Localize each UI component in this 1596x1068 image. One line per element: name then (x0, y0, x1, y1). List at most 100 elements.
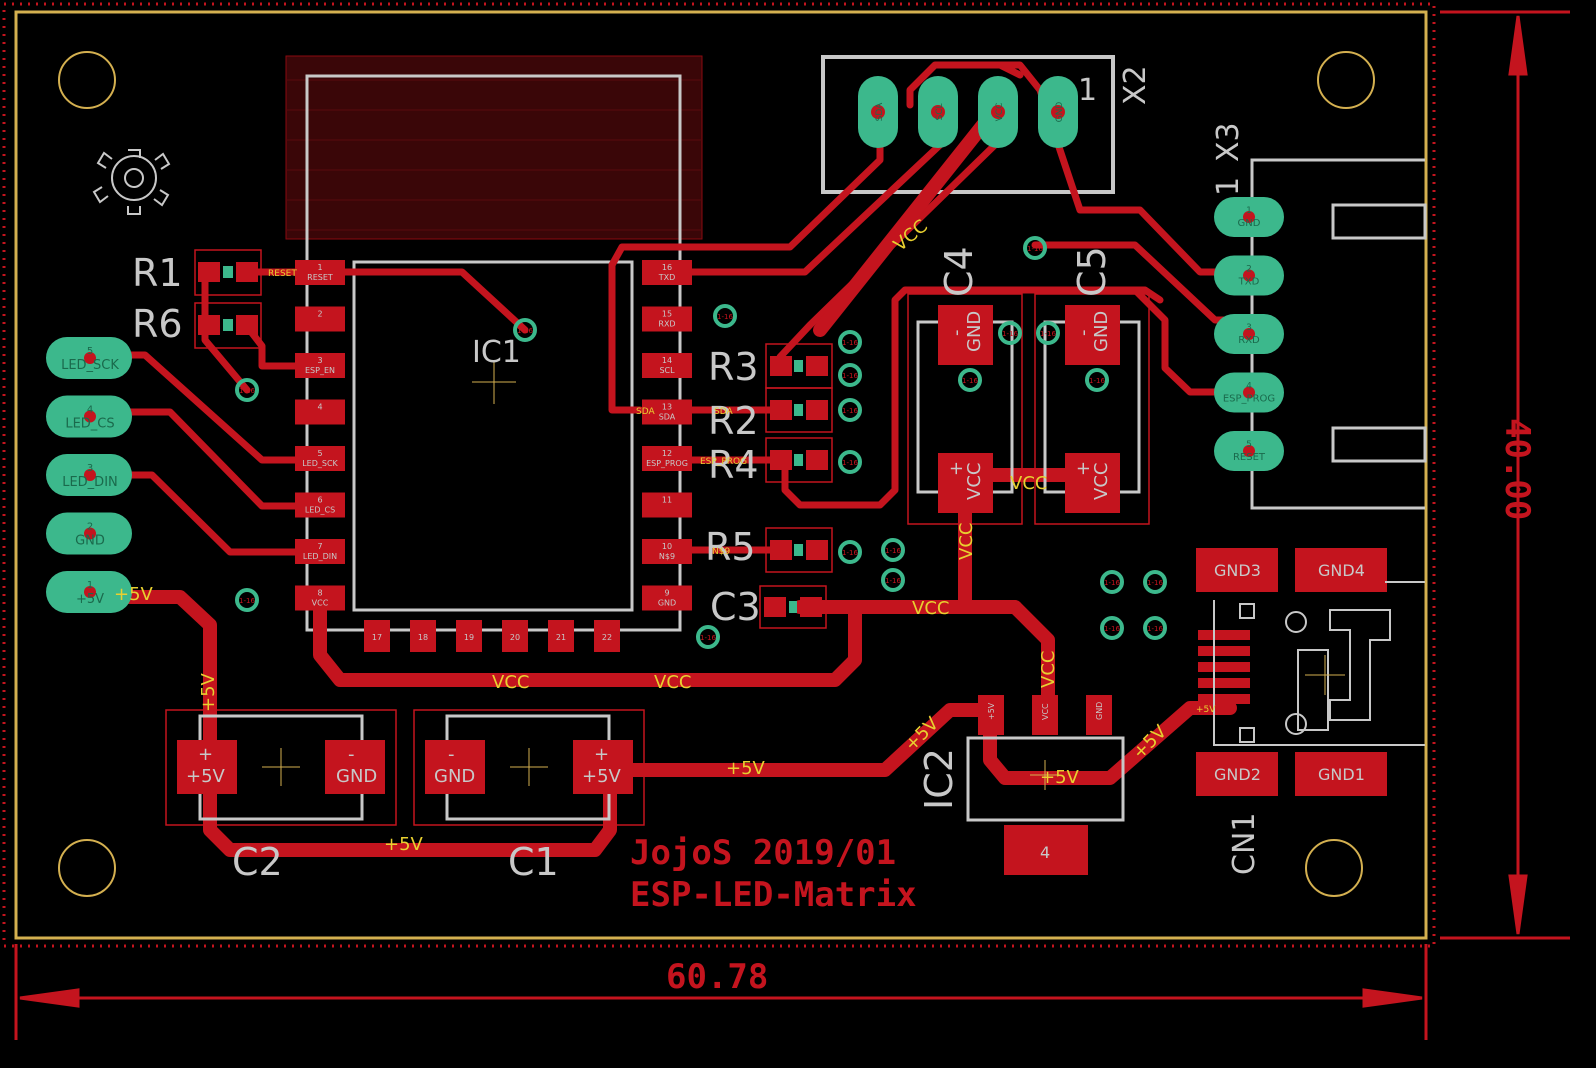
header-pin-name: +5V (76, 592, 104, 607)
resistor-pad (770, 400, 792, 420)
c2-footprint (165, 709, 397, 826)
ic1-pad-num: 12 (662, 449, 672, 458)
ic1-pad-20 (502, 620, 528, 652)
ic1-pad-10 (642, 539, 692, 564)
via (696, 625, 720, 649)
x3-pin-name: TXD (1238, 277, 1260, 288)
ic1-pad-6 (295, 492, 345, 518)
ic1-pad-17 (364, 620, 390, 652)
resistor-pad (806, 450, 828, 470)
cn1-pad-gnd2: GND2 (1214, 765, 1261, 784)
dimension-width (14, 944, 1428, 1040)
via (513, 318, 537, 342)
c1-gnd-label: GND (434, 766, 475, 787)
c5-footprint (1034, 293, 1150, 525)
c5-minus-mark: - (1073, 330, 1094, 337)
header-pin-name: GND (75, 534, 105, 549)
x3-pin-num: 1 (1246, 206, 1252, 216)
via (235, 588, 259, 612)
mounting-hole-tr (1317, 51, 1375, 109)
via (1143, 616, 1167, 640)
resistor-pad (806, 356, 828, 376)
via (838, 450, 862, 474)
ic1-pad-num: 20 (510, 633, 520, 642)
via (838, 398, 862, 422)
header-pin-num: 5 (87, 346, 93, 357)
via-label: 1-16 (1104, 625, 1120, 633)
x3-pin-name: RXD (1238, 335, 1260, 346)
ic1-pad-1 (295, 260, 345, 285)
via-label: 1-16 (1089, 377, 1105, 385)
ic1-pad-num: 11 (662, 496, 672, 505)
via (1100, 570, 1124, 594)
ref-r5: R5 (705, 525, 756, 569)
ic1-pad-15 (642, 306, 692, 332)
x2-outline (821, 55, 1115, 194)
ic1-pad-num: 15 (662, 310, 672, 319)
c4-vcc-label: VCC (964, 463, 985, 500)
resistor-mark (794, 454, 803, 466)
via (838, 330, 862, 354)
ic1-pad-12 (642, 446, 692, 471)
x2-pin-name: SDA (875, 102, 885, 121)
header-pin-name: LED_SCK (61, 358, 119, 373)
net-esp-prog: ESP_PROG (700, 457, 747, 467)
c2-plus-mark: + (198, 744, 213, 765)
c1-footprint (413, 709, 645, 826)
via-label: 1-16 (962, 377, 978, 385)
ic1-pad-num: 22 (602, 633, 612, 642)
resistor-mark (794, 544, 803, 556)
resistor-pad (770, 356, 792, 376)
c3-footprint (759, 585, 827, 629)
ic1-pad-name: RXD (658, 320, 675, 329)
ic1-pad-num: 19 (464, 633, 474, 642)
ic1-pad-name: SDA (659, 413, 676, 422)
via-label: 1-16 (1147, 625, 1163, 633)
r6-footprint (194, 302, 262, 349)
x3-pin1-marker: 1 (1211, 177, 1246, 196)
ref-cn1: CN1 (1227, 813, 1262, 875)
ic1-pad-21 (548, 620, 574, 652)
ic1-pad-3 (295, 353, 345, 378)
c4-plus-mark: + (946, 461, 967, 476)
net-5v-6: +5V (1040, 767, 1080, 788)
ic1-pad-name: SCL (659, 366, 675, 375)
header-pin-num: 1 (87, 580, 93, 591)
ic1-pad-18 (410, 620, 436, 652)
ic1-pad-num: 14 (662, 356, 672, 365)
net-vcc-2: VCC (1010, 473, 1047, 494)
x3-pin-num: 2 (1246, 265, 1252, 275)
mounting-hole-tl (58, 51, 116, 109)
ref-c1: C1 (508, 840, 559, 884)
ref-ic1: IC1 (472, 335, 521, 370)
ic1-pad-name: LED_DIN (303, 552, 337, 561)
ic1-pad-name: N$9 (659, 552, 675, 561)
via-label: 1-16 (842, 459, 858, 467)
ic1-pad-16 (642, 260, 692, 285)
ic1-pad-num: 17 (372, 633, 382, 642)
ic1-pad-name: TXD (658, 273, 676, 282)
ic1-pad-num: 21 (556, 633, 566, 642)
c5-vcc-label: VCC (1091, 463, 1112, 500)
net-5v-4: +5V (384, 834, 424, 855)
x3-pin-name: ESP_PROG (1223, 394, 1275, 405)
net-vcc-4: VCC (912, 598, 949, 619)
ref-x3: X3 (1211, 122, 1246, 162)
x3-pin-name: GND (1238, 218, 1261, 229)
via (1143, 570, 1167, 594)
ref-r3: R3 (708, 345, 759, 389)
credit-line1: JojoS 2019/01 (630, 833, 896, 873)
ic1-pad-8 (295, 585, 345, 611)
ic1-pad-5 (295, 446, 345, 471)
ic1-pad-num: 5 (317, 449, 322, 458)
ic1-pad-name: LED_CS (305, 506, 335, 515)
ic1-pad-name: GND (658, 599, 676, 608)
x3-pin-num: 4 (1246, 382, 1252, 392)
ic2-pad4-label: 4 (1040, 843, 1050, 862)
c1-minus-mark: - (448, 744, 455, 765)
ref-r4: R4 (708, 443, 759, 487)
net-reset: RESET (268, 269, 297, 279)
c1-plus-mark: + (594, 744, 609, 765)
resistor-pad (770, 540, 792, 560)
